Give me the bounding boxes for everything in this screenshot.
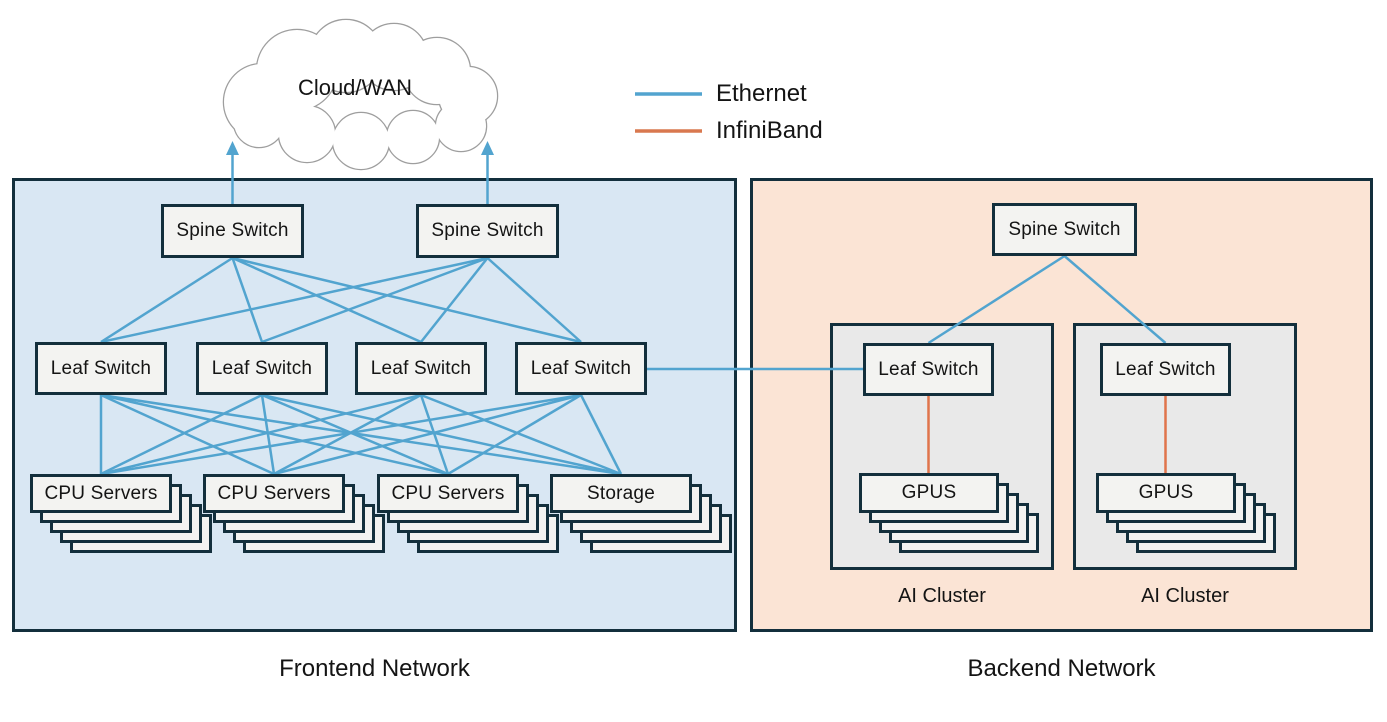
backend-leaf-switch-1: Leaf Switch bbox=[863, 343, 994, 396]
cloud-uplink-arrowheads bbox=[226, 141, 494, 155]
gpus-label: GPUS bbox=[859, 473, 999, 513]
legend-infiniband-label: InfiniBand bbox=[716, 117, 823, 144]
frontend-spine-switch-1: Spine Switch bbox=[161, 204, 304, 258]
frontend-spine-switch-2: Spine Switch bbox=[416, 204, 559, 258]
frontend-leaf-switch-2: Leaf Switch bbox=[196, 342, 328, 395]
cpu-servers-label: CPU Servers bbox=[377, 474, 519, 513]
frontend-network-region bbox=[12, 178, 737, 632]
storage-label: Storage bbox=[550, 474, 692, 513]
frontend-leaf-switch-4: Leaf Switch bbox=[515, 342, 647, 395]
infiniband-links bbox=[927, 396, 1167, 473]
storage-stack: Storage bbox=[550, 474, 732, 553]
legend-ethernet-label: Ethernet bbox=[716, 80, 807, 107]
ai-cluster-label-2: AI Cluster bbox=[1141, 585, 1229, 607]
gpus-label: GPUS bbox=[1096, 473, 1236, 513]
cpu-servers-stack-2: CPU Servers bbox=[203, 474, 385, 553]
frontend-network-title: Frontend Network bbox=[279, 655, 470, 682]
backend-leaf-switch-2: Leaf Switch bbox=[1100, 343, 1231, 396]
cloud-wan-label: Cloud/WAN bbox=[297, 75, 413, 100]
cpu-servers-stack-1: CPU Servers bbox=[30, 474, 212, 553]
ethernet-links bbox=[99, 154, 1167, 476]
cpu-servers-label: CPU Servers bbox=[30, 474, 172, 513]
backend-network-title: Backend Network bbox=[967, 655, 1156, 682]
frontend-leaf-switch-3: Leaf Switch bbox=[355, 342, 487, 395]
gpus-stack-2: GPUS bbox=[1096, 473, 1276, 553]
cpu-servers-stack-3: CPU Servers bbox=[377, 474, 559, 553]
frontend-leaf-switch-1: Leaf Switch bbox=[35, 342, 167, 395]
gpus-stack-1: GPUS bbox=[859, 473, 1039, 553]
ai-cluster-label-1: AI Cluster bbox=[898, 585, 986, 607]
cpu-servers-label: CPU Servers bbox=[203, 474, 345, 513]
backend-spine-switch: Spine Switch bbox=[992, 203, 1137, 256]
